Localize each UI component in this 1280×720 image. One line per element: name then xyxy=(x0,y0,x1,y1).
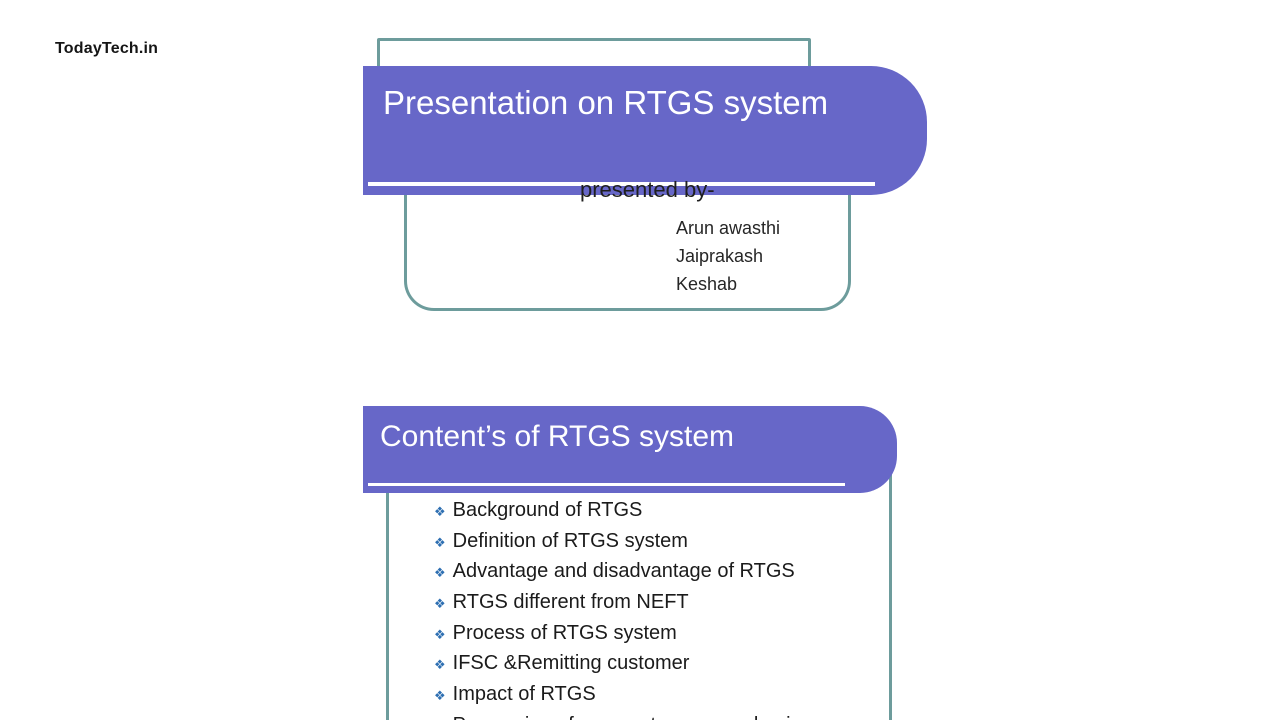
presenter-names: Arun awasthi Jaiprakash Keshab xyxy=(676,214,780,298)
slide1-content-frame xyxy=(404,172,851,311)
diamond-bullet-icon: ❖ xyxy=(434,688,446,704)
list-item-label: Background of RTGS xyxy=(452,499,643,521)
diamond-bullet-icon: ❖ xyxy=(434,534,446,550)
list-item-label: RTGS different from NEFT xyxy=(452,591,689,614)
list-item: ❖ Impact of RTGS xyxy=(434,679,801,710)
slide1-title-banner: Presentation on RTGS system xyxy=(363,66,927,195)
list-item: ❖ Process of RTGS system xyxy=(434,618,801,649)
diamond-bullet-icon: ❖ xyxy=(434,712,446,720)
list-item: ❖ Background of RTGS xyxy=(434,495,801,526)
slide1-title: Presentation on RTGS system xyxy=(383,84,829,121)
diamond-bullet-icon: ❖ xyxy=(434,626,446,642)
list-item: ❖ RTGS different from NEFT xyxy=(434,587,801,618)
list-item: ❖ IFSC &Remitting customer xyxy=(434,648,801,679)
slide2-title-banner: Content’s of RTGS system xyxy=(363,406,897,493)
presenter-name: Arun awasthi xyxy=(676,218,781,238)
presenter-name: Jaiprakash xyxy=(676,246,764,266)
diamond-bullet-icon: ❖ xyxy=(434,565,446,581)
slide1-banner-underline xyxy=(368,182,875,186)
diamond-bullet-icon: ❖ xyxy=(434,596,446,612)
list-item: ❖ Advantage and disadvantage of RTGS xyxy=(434,556,801,587)
slide2-title: Content’s of RTGS system xyxy=(380,420,735,453)
presented-by-label: presented by- xyxy=(580,177,715,202)
presenter-name: Keshab xyxy=(676,274,738,294)
list-item-label: Advantage and disadvantage of RTGS xyxy=(452,560,795,583)
list-item: ❖ Definition of RTGS system xyxy=(434,526,801,557)
diamond-bullet-icon: ❖ xyxy=(434,657,446,673)
list-item-label: Processing of payments on gross basis xyxy=(453,710,801,720)
list-item-label: IFSC &Remitting customer xyxy=(452,652,690,675)
diamond-bullet-icon: ❖ xyxy=(434,504,446,519)
list-item-label: Definition of RTGS system xyxy=(452,529,688,552)
list-item-label: Process of RTGS system xyxy=(452,621,677,644)
contents-list: ❖ Background of RTGS ❖ Definition of RTG… xyxy=(434,495,801,720)
list-item-clipped: ❖ Processing of payments on gross basis xyxy=(434,710,801,720)
site-logo[interactable]: TodayTech.in xyxy=(55,40,159,57)
list-item-label: Impact of RTGS xyxy=(452,683,596,706)
slide2-banner-underline xyxy=(368,483,845,486)
